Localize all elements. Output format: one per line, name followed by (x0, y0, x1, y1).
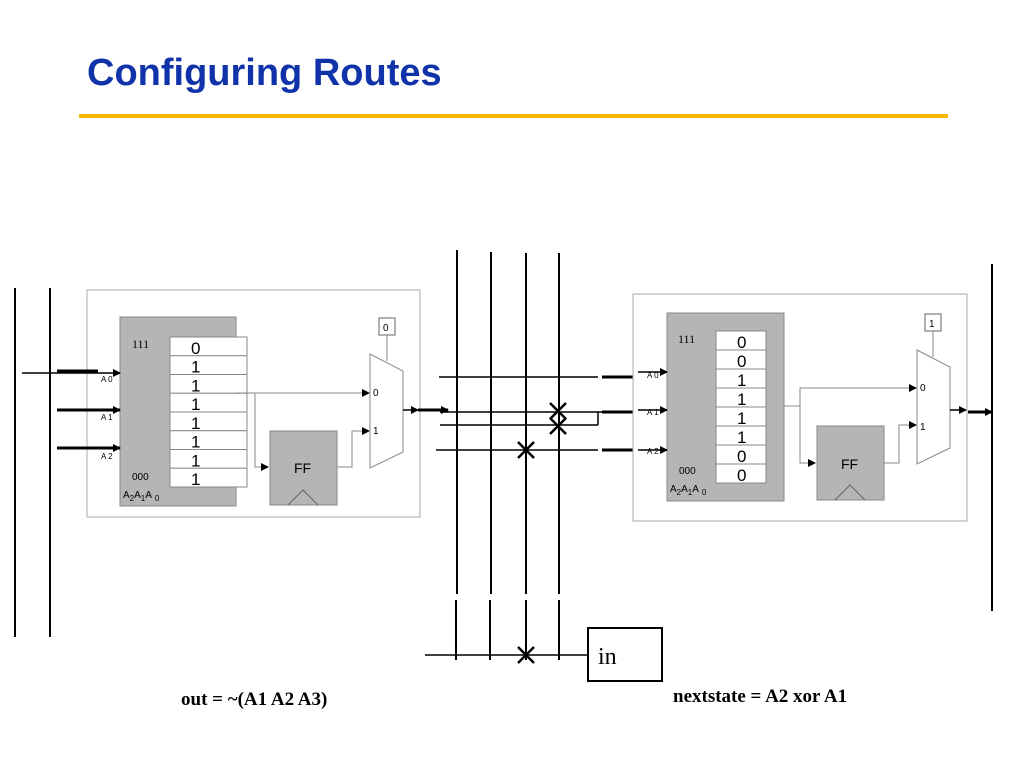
lut-bit-value: 0 (737, 333, 746, 352)
right-lut-bottom-label: 000 (679, 466, 696, 477)
input-pad-box (587, 627, 663, 682)
lut-bit-value: 1 (737, 390, 746, 409)
lut-bit-cell (169, 467, 248, 488)
lut-bit-value: 0 (737, 466, 746, 485)
left-ff-label: FF (294, 460, 311, 476)
diagram-graphic (784, 384, 917, 407)
diagram-graphic (884, 421, 917, 464)
right-lut-top-label: 111 (678, 332, 695, 346)
right-mux-select: 1 (929, 319, 935, 330)
left-mux-in1: 1 (373, 426, 379, 437)
right-flipflop (816, 425, 885, 501)
lut-bit-value: 1 (737, 428, 746, 447)
title-underline (79, 114, 948, 118)
diagram-graphic: A (681, 484, 688, 495)
diagram-graphic: A (670, 484, 677, 495)
lut-bit-value: 1 (191, 358, 200, 377)
lut-bit-value: 0 (737, 352, 746, 371)
horizontal-routing (425, 375, 640, 656)
lut-bit-cell (169, 336, 248, 357)
input-pad-label: in (598, 644, 617, 670)
diagram-graphic (517, 646, 535, 664)
lut-bit-value: 0 (191, 339, 200, 358)
out-equation: out = ~(A1 A2 A3) (181, 689, 328, 710)
lut-bit-cell (169, 355, 248, 375)
left-addr-a1: A 1 (101, 413, 113, 422)
lut-bit-value: 1 (737, 409, 746, 428)
diagram-graphic: A (123, 490, 130, 501)
lut-bit-value: 1 (191, 414, 200, 433)
right-mux (916, 349, 951, 465)
diagram-graphic (799, 406, 816, 467)
left-flipflop (269, 430, 338, 506)
diagram-graphic: 0 (155, 494, 160, 503)
lut-bit-cell (169, 430, 248, 450)
lut-bit-cell (169, 449, 248, 469)
right-mux-in1: 1 (920, 422, 926, 433)
input-pad: in (587, 627, 663, 682)
diagram-graphic: A (692, 484, 699, 495)
diagram-graphic: A (145, 490, 152, 501)
diagram-graphic (254, 393, 269, 471)
diagram-graphic (549, 417, 567, 435)
page-title: Configuring Routes (87, 52, 442, 94)
nextstate-equation: nextstate = A2 xor A1 (673, 686, 848, 707)
lut-bit-value: 1 (191, 470, 200, 489)
diagram-graphic: 2 (677, 488, 682, 497)
lut-bit-cell (715, 463, 767, 484)
lut-bit-value: 1 (191, 433, 200, 452)
lut-bit-value: 1 (191, 395, 200, 414)
center-routing-tracks (455, 250, 560, 660)
left-mux (369, 353, 404, 469)
lut-bit-value: 0 (737, 447, 746, 466)
right-addr-a1: A 1 (647, 408, 659, 417)
diagram-graphic: 2 (130, 494, 135, 503)
lut-bit-cell (169, 411, 248, 432)
diagram-graphic: 1 (141, 494, 146, 503)
right-addr-a0: A 0 (647, 371, 659, 380)
right-addr-a2: A 2 (647, 447, 659, 456)
left-addr-a2: A 2 (101, 452, 113, 461)
diagram-graphic: 1 (688, 488, 693, 497)
lut-bit-value: 1 (737, 371, 746, 390)
diagram-graphic (549, 402, 567, 420)
diagram-graphic: A (134, 490, 141, 501)
lut-bit-value: 1 (191, 376, 200, 395)
right-mux-in0: 0 (920, 383, 926, 394)
lut-bit-value: 1 (191, 451, 200, 470)
left-addr-a0: A 0 (101, 375, 113, 384)
programmable-switches (517, 402, 567, 664)
diagram-graphic: 0 (702, 488, 707, 497)
left-lut-top-label: 111 (132, 337, 149, 351)
diagram-graphic (337, 427, 370, 468)
right-ff-label: FF (841, 456, 858, 472)
left-ff-clock (287, 489, 319, 506)
right-ff-clock (834, 484, 866, 501)
diagram-graphic (517, 441, 535, 459)
left-mux-select: 0 (383, 323, 389, 334)
lut-bit-cell (169, 392, 248, 413)
left-mux-in0: 0 (373, 388, 379, 399)
lut-bit-cell (169, 374, 248, 394)
left-lut-bottom-label: 000 (132, 472, 149, 483)
